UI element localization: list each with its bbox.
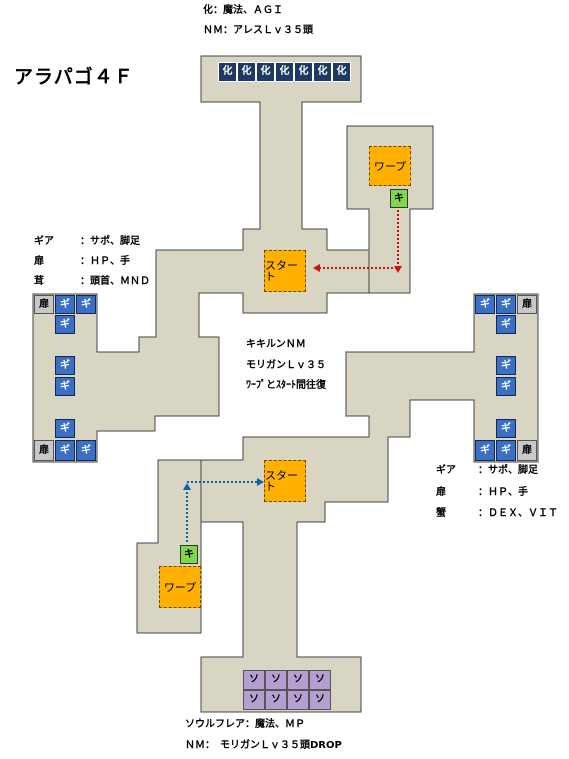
center-info-line2: モリガンＬｖ３５	[246, 360, 326, 371]
right-legend-value: ：サポ、脚足	[478, 465, 538, 476]
map-cell-so: ソ	[309, 690, 331, 710]
map-cell-ka: 化	[218, 62, 237, 82]
right-legend-value: ：ＨＰ、手	[478, 487, 528, 498]
kikirun-spot-top: キ	[390, 189, 408, 208]
map-cell-gi: ギ	[55, 315, 75, 334]
map-cell-so: ソ	[287, 690, 309, 710]
map-cell-ka: 化	[332, 62, 351, 82]
center-info-line1: キキルンＮＭ	[246, 339, 306, 350]
left-legend-key: ギア	[34, 236, 54, 247]
map-cell-gi: ギ	[76, 440, 96, 461]
map-cell-gi: ギ	[55, 419, 75, 438]
left-legend-value: ：サポ、脚足	[80, 236, 140, 247]
right-legend-key: ギア	[436, 465, 456, 476]
map-cell-ka: 化	[275, 62, 294, 82]
top-info-line1: 化：魔法、ＡＧＩ	[203, 5, 283, 16]
map-cell-so: ソ	[309, 670, 331, 690]
map-cell-gi: ギ	[475, 440, 495, 461]
kikirun-spot-bottom: キ	[180, 545, 198, 564]
map-cell-so: ソ	[243, 690, 265, 710]
left-legend-key: 扉	[34, 256, 44, 267]
map-title: アラパゴ４Ｆ	[14, 66, 134, 88]
left-legend-value: ：ＨＰ、手	[80, 256, 130, 267]
left-legend-key: 茸	[34, 276, 44, 287]
map-cell-gi: ギ	[55, 440, 75, 461]
map-cell-gi: ギ	[76, 295, 96, 314]
map-cell-door: 扉	[517, 295, 537, 314]
map-cell-so: ソ	[265, 670, 287, 690]
map-cell-gi: ギ	[496, 440, 516, 461]
floor-area-top	[32, 55, 434, 463]
warp-point-bottom: ワープ	[159, 566, 201, 608]
map-cell-so: ソ	[287, 670, 309, 690]
map-cell-gi: ギ	[496, 315, 516, 334]
map-cell-gi: ギ	[496, 377, 516, 396]
start-point-top: スタート	[264, 250, 306, 292]
warp-route-arrow-red	[315, 210, 399, 269]
map-cell-gi: ギ	[496, 295, 516, 314]
map-cell-ka: 化	[237, 62, 256, 82]
map-cell-door: 扉	[34, 440, 54, 461]
map-cell-gi: ギ	[55, 295, 75, 314]
center-info-line3: ﾜｰﾌﾟとｽﾀｰﾄ間往復	[246, 380, 326, 391]
right-legend-key: 扉	[436, 487, 446, 498]
start-point-bottom: スタート	[264, 460, 306, 502]
map-cell-gi: ギ	[55, 356, 75, 375]
map-cell-door: 扉	[34, 295, 54, 314]
warp-point-top: ワープ	[369, 146, 411, 186]
map-cell-ka: 化	[256, 62, 275, 82]
warp-route-arrow-blue	[186, 481, 262, 543]
map-cell-ka: 化	[313, 62, 332, 82]
left-legend-value: ：頭首、ＭＮＤ	[80, 276, 150, 287]
right-legend-key: 蟹	[436, 508, 446, 519]
bottom-info-line1: ソウルフレア：魔法、ＭＰ	[185, 719, 305, 730]
top-info-line2: ＮＭ：アレスＬｖ３５頭	[203, 25, 313, 36]
map-cell-gi: ギ	[496, 419, 516, 438]
map-cell-gi: ギ	[55, 377, 75, 396]
map-cell-gi: ギ	[475, 295, 495, 314]
map-cell-ka: 化	[294, 62, 313, 82]
map-cell-door: 扉	[517, 440, 537, 461]
map-cell-gi: ギ	[496, 356, 516, 375]
map-cell-so: ソ	[243, 670, 265, 690]
bottom-info-line2: ＮＭ： モリガンＬｖ３５頭DROP	[185, 740, 342, 751]
floor-area-right	[136, 293, 539, 713]
map-cell-so: ソ	[265, 690, 287, 710]
right-legend-value: ：ＤＥＸ、ＶＩＴ	[478, 508, 558, 519]
